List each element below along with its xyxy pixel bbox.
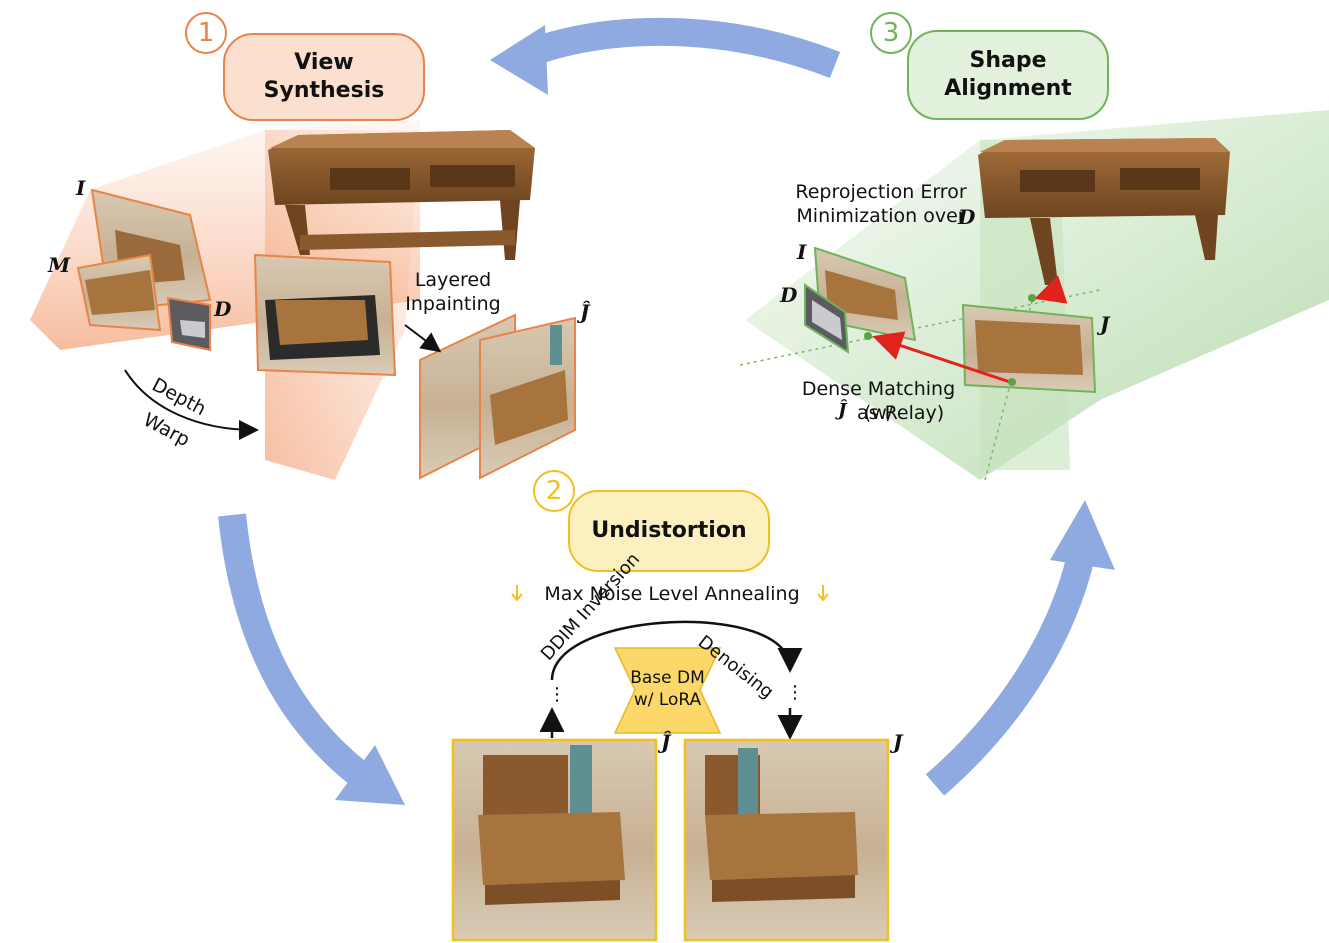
inpainting-arrow	[404, 324, 442, 353]
symbol-i-right: I	[797, 240, 807, 264]
matching-arrow	[872, 331, 1011, 384]
symbol-d-reprojection: D	[958, 205, 976, 229]
view-synthesis-pill: View Synthesis	[223, 33, 425, 121]
symbol-j-right: J	[1100, 312, 1110, 336]
base-dm-shape	[613, 647, 722, 734]
annealing-label: Max Noise Level Annealing	[544, 583, 800, 605]
symbol-d-left: D	[214, 297, 232, 321]
step-3-badge: 3	[870, 12, 912, 54]
input-image-planes	[76, 188, 212, 352]
step-1-badge: 1	[185, 12, 227, 54]
svg-text:⋮: ⋮	[786, 682, 804, 703]
step-2-badge: 2	[533, 470, 575, 512]
undistortion-pill: Undistortion	[568, 490, 770, 572]
symbol-j-hat-top: Ĵ	[580, 300, 590, 324]
svg-text:⋮: ⋮	[548, 684, 566, 705]
cycle-arrow-left	[218, 513, 405, 805]
inpainted-layers	[419, 313, 576, 480]
symbol-m: M	[48, 253, 71, 277]
shape-alignment-pill: Shape Alignment	[907, 30, 1109, 120]
cycle-arrow-top	[490, 17, 841, 95]
table-3d-model-left	[268, 130, 535, 260]
ddim-path	[550, 620, 803, 681]
reprojection-label: Reprojection Error Minimization over	[795, 181, 967, 227]
warped-view-image	[253, 253, 397, 377]
symbol-d-right: D	[780, 283, 798, 307]
as-relay-label: as Relay)	[857, 402, 945, 424]
image-j	[683, 738, 890, 942]
symbol-j-bottom: J	[893, 730, 903, 754]
cycle-arrow-right	[925, 500, 1115, 796]
table-3d-model-right	[978, 138, 1230, 285]
depth-warp-arrow	[124, 369, 259, 440]
symbol-j-hat-relay: Ĵ	[838, 400, 847, 421]
image-j-hat	[451, 738, 658, 942]
symbol-i-left: I	[76, 176, 86, 200]
alignment-image-planes	[804, 246, 1097, 394]
base-dm-label: Base DM w/ LoRA	[630, 668, 705, 710]
symbol-j-hat-bottom: Ĵ	[661, 730, 671, 754]
dense-matching-label: Dense Matching (w/	[801, 378, 956, 424]
layered-inpainting-label: Layered Inpainting	[405, 269, 501, 315]
